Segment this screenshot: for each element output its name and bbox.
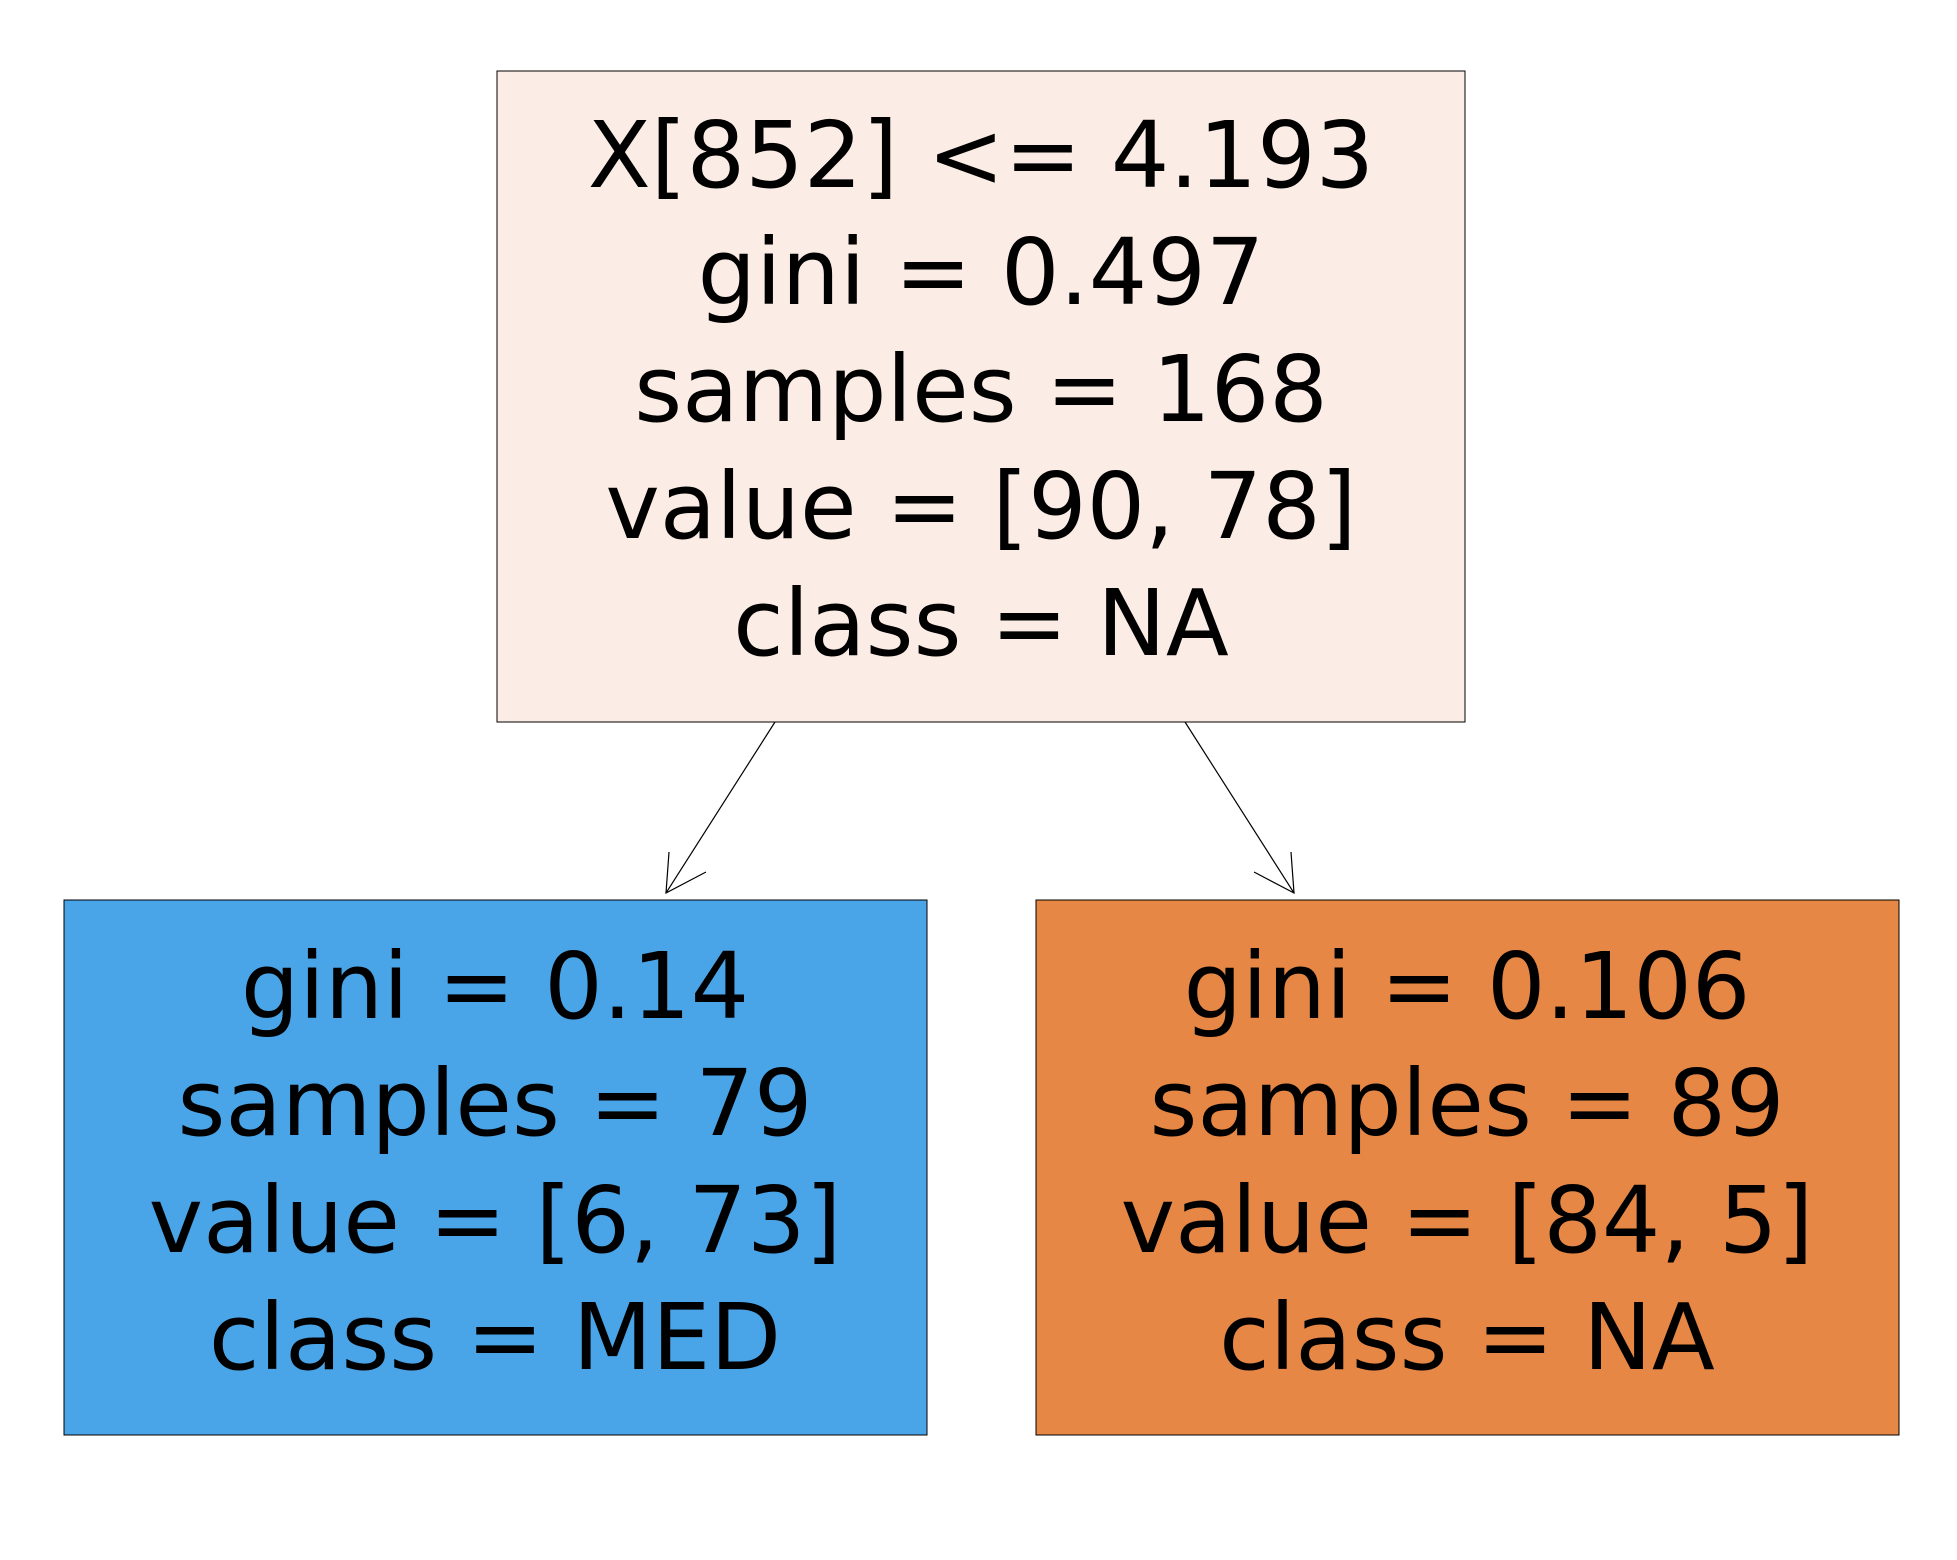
root-samples: samples = 168 — [634, 336, 1328, 443]
left-leaf-gini: gini = 0.14 — [241, 933, 749, 1040]
left-leaf-box — [63, 899, 928, 1436]
root-split-condition: X[852] <= 4.193 — [588, 102, 1374, 209]
root-gini: gini = 0.497 — [698, 219, 1265, 326]
root-value: value = [90, 78] — [605, 453, 1356, 560]
tree-node-right-leaf: gini = 0.106 samples = 89 value = [84, 5… — [1035, 899, 1900, 1436]
left-leaf-samples: samples = 79 — [177, 1050, 812, 1157]
left-leaf-class: class = MED — [209, 1284, 781, 1391]
right-leaf-gini: gini = 0.106 — [1184, 933, 1751, 1040]
edge-root-to-left — [665, 721, 776, 895]
edge-root-left-line — [665, 721, 776, 894]
right-leaf-box — [1035, 899, 1900, 1436]
right-leaf-samples: samples = 89 — [1149, 1050, 1784, 1157]
root-node-box — [496, 70, 1466, 723]
right-leaf-class: class = NA — [1219, 1284, 1715, 1391]
tree-node-root: X[852] <= 4.193 gini = 0.497 samples = 1… — [496, 70, 1466, 723]
right-leaf-value: value = [84, 5] — [1121, 1167, 1814, 1274]
edge-root-right-arrowhead — [1253, 851, 1295, 895]
tree-node-left-leaf: gini = 0.14 samples = 79 value = [6, 73]… — [63, 899, 928, 1436]
left-leaf-value: value = [6, 73] — [149, 1167, 842, 1274]
edge-root-left-arrowhead — [665, 851, 707, 895]
root-class: class = NA — [733, 570, 1229, 677]
edge-root-right-line — [1184, 721, 1295, 894]
edge-root-to-right — [1184, 721, 1295, 895]
